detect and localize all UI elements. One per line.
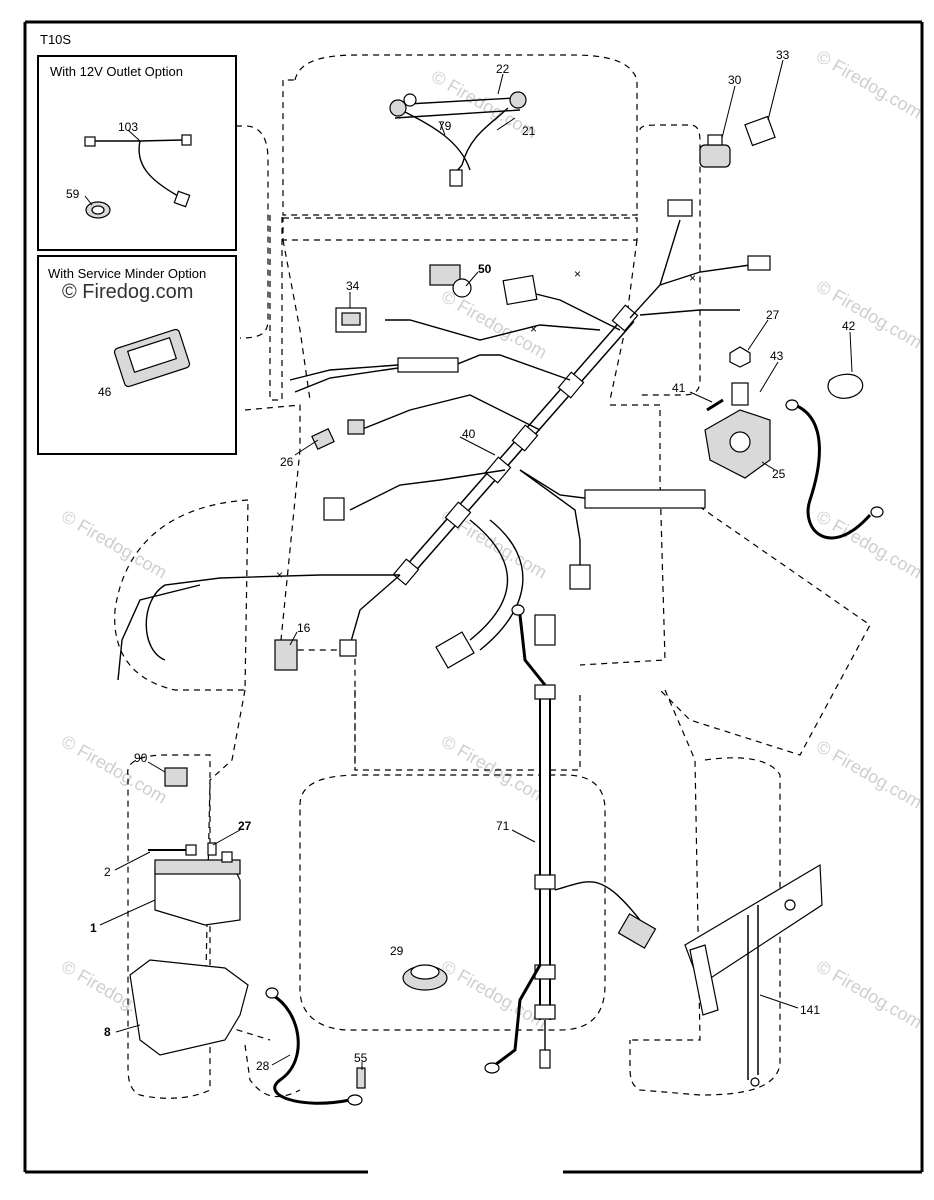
callout-28: 28 — [256, 1059, 270, 1073]
headlight-harness — [389, 91, 527, 187]
callout-labels: 22 79 21 30 33 103 59 50 34 46 27 42 43 … — [66, 48, 856, 1073]
connector-icon — [667, 199, 693, 217]
pto-switch-bracket — [684, 863, 823, 1087]
callout-50: 50 — [478, 262, 492, 276]
connector-icon — [502, 274, 538, 306]
callout-26: 26 — [280, 455, 294, 469]
service-minder-option-title: With Service Minder Option — [48, 266, 206, 281]
callout-8: 8 — [104, 1025, 111, 1039]
callout-27: 27 — [766, 308, 780, 322]
outlet-option-title: With 12V Outlet Option — [50, 64, 183, 79]
switch-icon — [429, 264, 461, 286]
key-switch — [429, 264, 472, 298]
headlight-bulb-icon — [509, 91, 527, 109]
nut-icon — [729, 346, 751, 368]
callout-46: 46 — [98, 385, 112, 399]
relay-icon — [274, 639, 298, 671]
connector-icon — [569, 564, 591, 590]
callout-42: 42 — [842, 319, 856, 333]
diagram-frame — [23, 20, 924, 1174]
watermark: © Firedog.com — [438, 956, 550, 1032]
battery-icon — [154, 869, 241, 926]
main-wire-harness: × × × × — [117, 199, 771, 681]
callout-21: 21 — [522, 124, 536, 138]
callout-1: 1 — [90, 921, 97, 935]
solenoid-assembly — [704, 346, 884, 540]
ignition-switch — [699, 115, 776, 168]
callout-103: 103 — [118, 120, 138, 134]
callout-29: 29 — [390, 944, 404, 958]
connector-icon — [323, 497, 345, 521]
ignition-switch-icon — [699, 144, 731, 168]
leader-lines — [84, 59, 853, 1070]
connector-icon — [311, 428, 335, 450]
svg-text:×: × — [530, 322, 537, 336]
callout-33: 33 — [776, 48, 790, 62]
watermark: © Firedog.com — [813, 736, 925, 812]
watermark: © Firedog.com — [813, 956, 925, 1032]
watermark: © Firedog.com — [813, 276, 925, 352]
wire-icon — [138, 140, 179, 197]
headlight-bulb-icon — [389, 99, 407, 117]
svg-text:×: × — [574, 267, 581, 281]
callout-34: 34 — [346, 279, 360, 293]
callout-43: 43 — [770, 349, 784, 363]
diagram-code: T10S — [40, 32, 71, 47]
callout-141: 141 — [800, 1003, 820, 1017]
connector-icon — [173, 190, 191, 208]
connector-icon — [449, 169, 463, 187]
connector-icon — [84, 136, 96, 147]
connector-icon — [181, 134, 192, 146]
callout-30: 30 — [728, 73, 742, 87]
watermark: © Firedog.com — [438, 731, 550, 807]
callout-90: 90 — [134, 751, 148, 765]
callout-25: 25 — [772, 467, 786, 481]
connector-icon — [747, 255, 771, 271]
callout-41: 41 — [672, 381, 686, 395]
svg-text:×: × — [689, 271, 696, 285]
rear-wire-harness — [484, 604, 657, 1074]
watermark: © Firedog.com — [813, 46, 925, 122]
connector-icon — [435, 631, 475, 669]
callout-40: 40 — [462, 427, 476, 441]
outlet-option-box: With 12V Outlet Option — [37, 55, 237, 251]
connector-icon — [347, 419, 365, 435]
bolt-icon — [706, 398, 724, 412]
connector-icon — [617, 913, 657, 949]
connector-icon — [534, 614, 556, 646]
callout-59: 59 — [66, 187, 80, 201]
callout-55: 55 — [354, 1051, 368, 1065]
callout-79: 79 — [438, 119, 452, 133]
callout-16: 16 — [297, 621, 311, 635]
boot-cover-icon — [827, 373, 864, 399]
callout-71: 71 — [496, 819, 510, 833]
callout-27-battery: 27 — [238, 819, 252, 833]
relay-icon — [744, 115, 776, 147]
relay-icon — [164, 767, 188, 787]
watermark: © Firedog.com — [58, 506, 170, 582]
watermark: © Firedog.com — [62, 281, 193, 303]
service-minder-option-box: With Service Minder Option © Firedog.com — [37, 255, 237, 455]
watermark: © Firedog.com — [58, 731, 170, 807]
callout-22: 22 — [496, 62, 510, 76]
battery-tray-icon — [129, 959, 249, 1056]
bolt-icon — [356, 1067, 366, 1089]
svg-text:×: × — [276, 568, 283, 582]
bracket-icon — [689, 944, 719, 1016]
battery-assembly — [129, 767, 366, 1106]
callout-2: 2 — [104, 865, 111, 879]
